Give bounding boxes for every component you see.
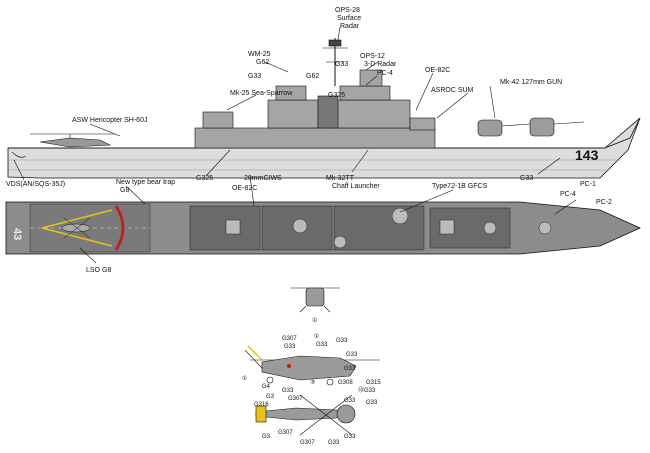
mast: [317, 38, 348, 129]
label-g8-low: G8: [102, 267, 111, 274]
deck-helicopter-side: [30, 133, 115, 148]
label-h-g315: G315: [366, 380, 381, 386]
label-gfcs: Type72-1B GFCS: [432, 183, 488, 190]
helicopter-side: [244, 345, 380, 386]
label-h-g316: G316: [254, 402, 269, 408]
label-vds: VDS(AN/SQS-35J): [6, 181, 65, 188]
label-h-g307b: G307: [288, 396, 303, 402]
label-h-c3: ③: [310, 379, 315, 386]
label-heli-front: ①: [312, 317, 317, 324]
annotations: OPS-28 Surface Radar WM-25 G62 OPS-12 3-…: [6, 7, 612, 446]
superstructure: [194, 69, 436, 149]
label-ciws: 20mmCIWS: [244, 175, 282, 182]
label-h-g33d: G33: [346, 352, 358, 358]
label-h-g33a: G33: [284, 344, 296, 350]
label-g33-bow: G33: [520, 175, 533, 182]
label-lso: LSO: [86, 267, 101, 274]
helicopter-front: [290, 287, 340, 313]
label-g62b: G62: [306, 73, 319, 80]
landing-line-top: [41, 209, 113, 229]
label-h-g33e: G33: [344, 366, 356, 372]
label-bear-trap: New type bear trap: [116, 179, 175, 186]
label-g33-mast: G33: [335, 61, 348, 68]
label-h-g307a: G307: [282, 336, 297, 342]
label-mk25: Mk-25 Sea-Sparrow: [230, 90, 293, 97]
label-g62a: G62: [256, 59, 269, 66]
label-g325-low: G325: [196, 175, 213, 182]
label-h-g33g: G33: [344, 398, 356, 404]
label-h-g307c: G307: [278, 430, 293, 436]
label-g325-top: G325: [328, 92, 345, 99]
gun-mounts: [477, 117, 585, 137]
label-h-g33b: G33: [316, 342, 328, 348]
label-wm25: WM-25: [248, 51, 271, 58]
label-asw: ASW Hericopter SH-60J: [72, 117, 147, 124]
label-oe82c-top: OE-82C: [425, 67, 450, 74]
deck-helicopter-top: [61, 217, 91, 239]
label-pc2: PC-2: [596, 199, 612, 206]
helicopter-top: [255, 394, 356, 436]
label-ops12: OPS-12: [360, 53, 385, 60]
label-oe82c-deck: OE-82C: [232, 185, 257, 192]
hull-number: 143: [575, 147, 599, 163]
label-g8-top: G8: [120, 187, 129, 194]
side-profile: 143: [7, 38, 641, 179]
landing-line-bottom: [41, 227, 113, 247]
label-pc1: PC-1: [580, 181, 596, 188]
label-surface: Surface: [337, 15, 361, 22]
deck-structures: [189, 205, 511, 251]
label-pc4-top: PC-4: [377, 70, 393, 77]
label-h-g3b: G3: [262, 434, 271, 440]
label-h-g308: G308: [338, 380, 353, 386]
label-chaff: Chaff Launcher: [332, 183, 380, 190]
label-radar: Radar: [340, 23, 360, 30]
label-asroc: ASROC SUM: [431, 87, 474, 94]
label-g33-a: G33: [248, 73, 261, 80]
label-h-c1: ①: [314, 333, 319, 340]
label-h-g33i: G33: [328, 440, 340, 446]
deck-number: 43: [11, 228, 23, 240]
label-mk32: Mk-32TT: [326, 175, 355, 182]
label-h-g4: G4: [262, 384, 271, 390]
label-pc4-deck: PC-4: [560, 191, 576, 198]
label-h-c2: ①: [242, 375, 247, 382]
leader-lines: [13, 26, 577, 264]
landing-arc: [114, 205, 125, 251]
label-h-g3a: G3: [266, 394, 275, 400]
label-h-g33h: G33: [366, 400, 378, 406]
top-view: 43: [5, 201, 641, 255]
label-h-g33j: G33: [344, 434, 356, 440]
label-h-g33f: G33: [282, 388, 294, 394]
label-mk42: Mk-42 127mm GUN: [500, 79, 562, 86]
label-h-g307d: G307: [300, 440, 315, 446]
label-ops28: OPS-28: [335, 7, 360, 14]
deck-fittings: [225, 207, 552, 249]
label-h-g33c: G33: [336, 338, 348, 344]
label-3d-radar: 3-D Radar: [364, 61, 397, 68]
label-h-ag: ⑬G33: [358, 386, 376, 394]
